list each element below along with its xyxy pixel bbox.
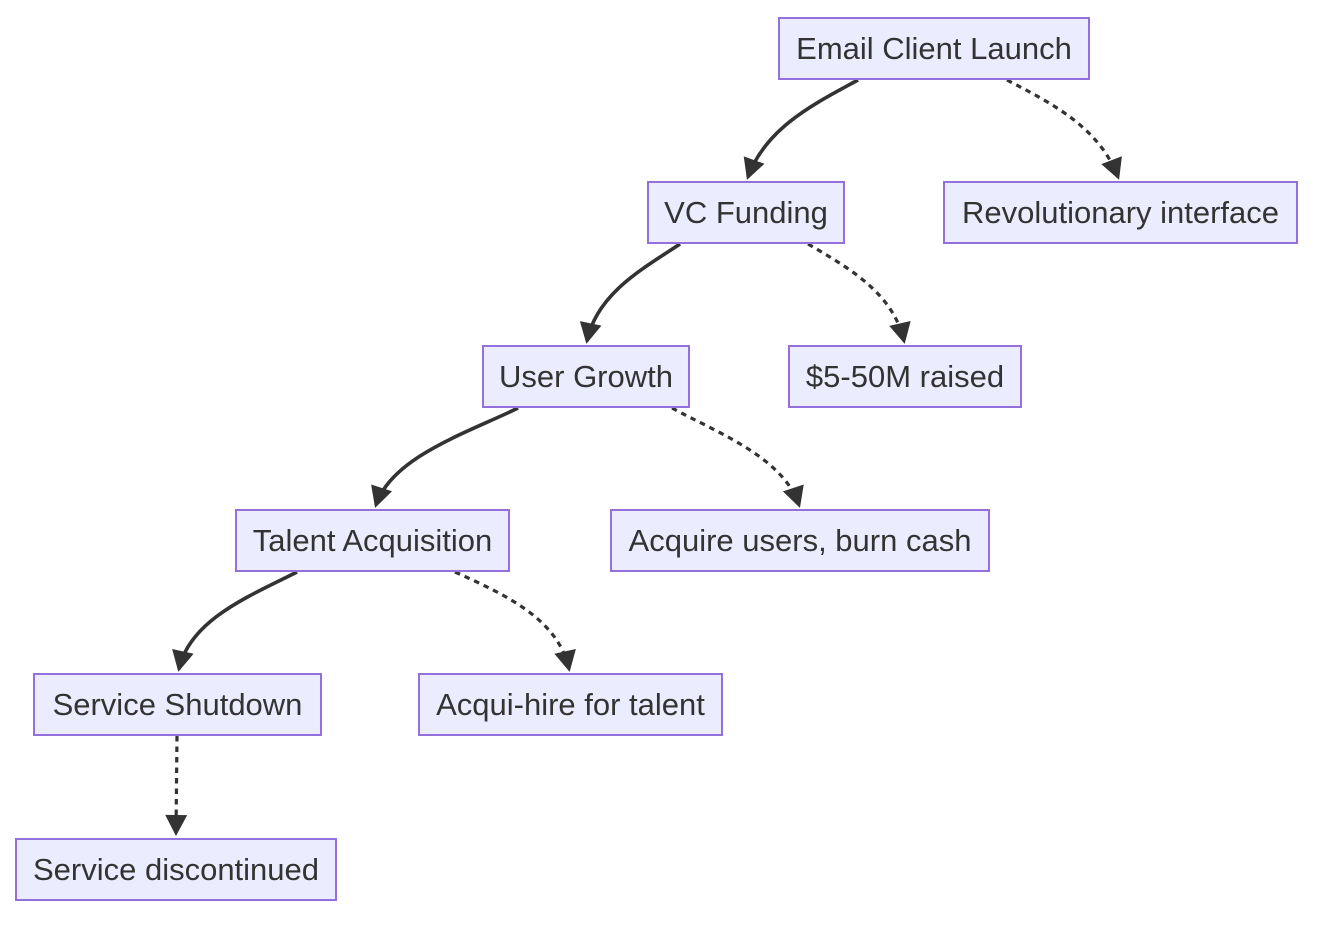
edge-talent-acquisition-to-acqui-hire-for-talent <box>454 570 576 672</box>
edge-vc-funding-to-user-growth <box>579 242 681 344</box>
node-revolutionary-interface: Revolutionary interface <box>943 181 1298 244</box>
node-label: $5-50M raised <box>805 359 1005 394</box>
node-label: Revolutionary interface <box>961 195 1280 230</box>
node-acqui-hire-for-talent: Acqui-hire for talent <box>418 673 723 736</box>
node-service-shutdown: Service Shutdown <box>33 673 322 736</box>
node-vc-funding: VC Funding <box>647 181 845 244</box>
node-label: Service Shutdown <box>52 687 303 722</box>
node-acquire-users-burn-cash: Acquire users, burn cash <box>610 509 990 572</box>
node-email-client-launch: Email Client Launch <box>778 17 1090 80</box>
edge-user-growth-to-acquire-users-burn-cash <box>671 406 804 508</box>
edge-email-client-launch-to-vc-funding <box>743 78 859 180</box>
node-label: Acquire users, burn cash <box>628 523 972 558</box>
edge-talent-acquisition-to-service-shutdown <box>172 570 298 672</box>
node-label: Email Client Launch <box>796 31 1072 66</box>
node-label: VC Funding <box>664 195 828 230</box>
node-label: Acqui-hire for talent <box>436 687 705 722</box>
node-talent-acquisition: Talent Acquisition <box>235 509 510 572</box>
edge-user-growth-to-talent-acquisition <box>371 406 519 508</box>
node-user-growth: User Growth <box>482 345 690 408</box>
edge-email-client-launch-to-revolutionary-interface <box>1006 78 1122 180</box>
edge-vc-funding-to-5-50m-raised <box>807 242 911 344</box>
node-label: Service discontinued <box>32 852 320 887</box>
node-label: User Growth <box>499 359 673 394</box>
node-service-discontinued: Service discontinued <box>15 838 337 901</box>
node-label: Talent Acquisition <box>252 523 493 558</box>
node-5-50m-raised: $5-50M raised <box>788 345 1022 408</box>
edge-service-shutdown-to-service-discontinued <box>165 735 188 836</box>
